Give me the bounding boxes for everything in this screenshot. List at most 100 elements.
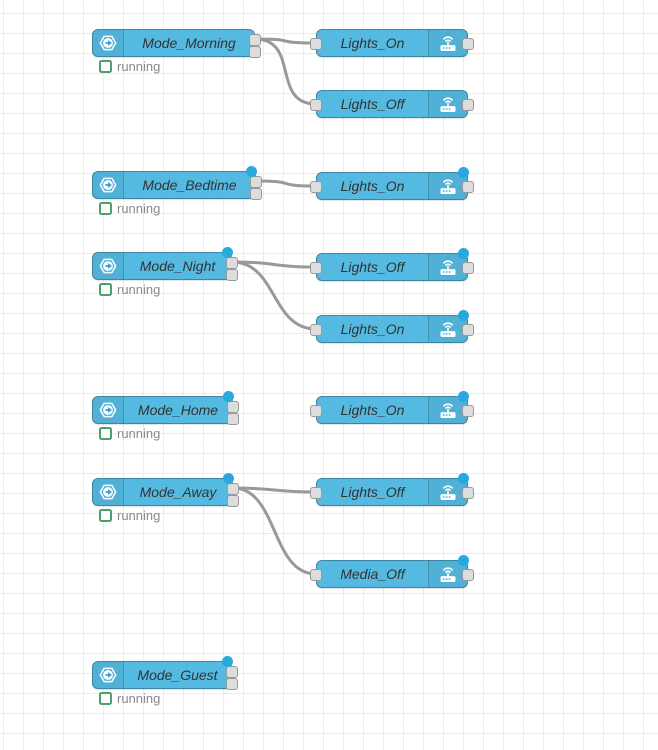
input-port[interactable] bbox=[310, 405, 322, 417]
input-port[interactable] bbox=[310, 487, 322, 499]
output-port-2[interactable] bbox=[250, 188, 262, 200]
wire[interactable] bbox=[230, 260, 318, 269]
status-ring-icon bbox=[99, 692, 112, 705]
node-mode_guest[interactable]: Mode_Guest bbox=[92, 656, 238, 690]
input-port[interactable] bbox=[310, 99, 322, 111]
changed-indicator bbox=[458, 391, 469, 402]
output-port[interactable] bbox=[462, 99, 474, 111]
node-status: running bbox=[99, 426, 160, 441]
hexagon-arrow-icon bbox=[93, 397, 124, 423]
output-port[interactable] bbox=[462, 487, 474, 499]
status-ring-icon bbox=[99, 427, 112, 440]
status-text: running bbox=[117, 508, 161, 523]
node-label: Mode_Night bbox=[139, 258, 216, 274]
wire[interactable] bbox=[254, 179, 318, 188]
node-mode_away[interactable]: Mode_Away bbox=[92, 473, 239, 507]
status-text: running bbox=[117, 691, 161, 706]
wire[interactable] bbox=[230, 260, 318, 331]
node-label: Lights_On bbox=[340, 402, 405, 418]
node-label: Mode_Away bbox=[139, 484, 217, 500]
router-icon bbox=[428, 397, 467, 423]
status-text: running bbox=[117, 282, 161, 297]
output-port-2[interactable] bbox=[249, 46, 261, 58]
node-lights_off_1[interactable]: Lights_Off bbox=[310, 90, 474, 118]
wire[interactable] bbox=[231, 486, 318, 576]
input-port[interactable] bbox=[310, 324, 322, 336]
changed-indicator bbox=[458, 248, 469, 259]
wire[interactable] bbox=[253, 37, 318, 45]
changed-indicator bbox=[222, 656, 233, 667]
input-port[interactable] bbox=[310, 181, 322, 193]
node-status: running bbox=[99, 282, 160, 297]
changed-indicator bbox=[246, 166, 257, 177]
status-text: running bbox=[117, 426, 161, 441]
output-port[interactable] bbox=[462, 181, 474, 193]
node-status: running bbox=[99, 59, 160, 74]
output-port-2[interactable] bbox=[227, 495, 239, 507]
node-lights_off_2[interactable]: Lights_Off bbox=[310, 248, 474, 281]
router-icon bbox=[428, 91, 467, 117]
node-label: Lights_On bbox=[340, 178, 405, 194]
status-text: running bbox=[117, 201, 161, 216]
output-port-1[interactable] bbox=[249, 34, 261, 46]
node-mode_night[interactable]: Mode_Night bbox=[92, 247, 238, 281]
node-label: Mode_Morning bbox=[142, 35, 236, 51]
output-port-1[interactable] bbox=[226, 257, 238, 269]
changed-indicator bbox=[222, 247, 233, 258]
router-icon bbox=[428, 30, 467, 56]
output-port-1[interactable] bbox=[227, 401, 239, 413]
output-port[interactable] bbox=[462, 262, 474, 274]
changed-indicator bbox=[223, 391, 234, 402]
input-port[interactable] bbox=[310, 262, 322, 274]
node-mode_morning[interactable]: Mode_Morning bbox=[92, 29, 261, 58]
node-status: running bbox=[99, 691, 160, 706]
output-port-2[interactable] bbox=[226, 269, 238, 281]
router-icon bbox=[428, 561, 467, 587]
output-port[interactable] bbox=[462, 38, 474, 50]
wire[interactable] bbox=[231, 486, 318, 494]
input-port[interactable] bbox=[310, 569, 322, 581]
node-lights_on_2[interactable]: Lights_On bbox=[310, 167, 474, 200]
node-lights_off_3[interactable]: Lights_Off bbox=[310, 473, 474, 506]
node-label: Lights_On bbox=[340, 35, 405, 51]
changed-indicator bbox=[458, 473, 469, 484]
output-port-2[interactable] bbox=[227, 413, 239, 425]
changed-indicator bbox=[458, 310, 469, 321]
node-label: Lights_Off bbox=[340, 96, 405, 112]
node-lights_on_1[interactable]: Lights_On bbox=[310, 29, 474, 57]
output-port-1[interactable] bbox=[226, 666, 238, 678]
hexagon-arrow-icon bbox=[93, 479, 124, 505]
changed-indicator bbox=[458, 167, 469, 178]
status-text: running bbox=[117, 59, 161, 74]
node-label: Mode_Guest bbox=[137, 667, 218, 683]
node-label: Lights_Off bbox=[340, 259, 405, 275]
hexagon-arrow-icon bbox=[93, 662, 124, 688]
output-port-1[interactable] bbox=[250, 176, 262, 188]
node-lights_on_4[interactable]: Lights_On bbox=[310, 391, 474, 424]
node-label: Mode_Home bbox=[137, 402, 219, 418]
wire[interactable] bbox=[253, 37, 318, 106]
node-lights_on_3[interactable]: Lights_On bbox=[310, 310, 474, 343]
router-icon bbox=[428, 316, 467, 342]
output-port[interactable] bbox=[462, 324, 474, 336]
node-mode_bedtime[interactable]: Mode_Bedtime bbox=[92, 166, 262, 200]
output-port-2[interactable] bbox=[226, 678, 238, 690]
hexagon-arrow-icon bbox=[93, 172, 124, 198]
node-media_off[interactable]: Media_Off bbox=[310, 555, 474, 588]
node-status: running bbox=[99, 201, 160, 216]
hexagon-arrow-icon bbox=[93, 30, 124, 56]
changed-indicator bbox=[458, 555, 469, 566]
node-mode_home[interactable]: Mode_Home bbox=[92, 391, 239, 425]
status-ring-icon bbox=[99, 283, 112, 296]
node-label: Mode_Bedtime bbox=[142, 177, 237, 193]
hexagon-arrow-icon bbox=[93, 253, 124, 279]
changed-indicator bbox=[223, 473, 234, 484]
output-port-1[interactable] bbox=[227, 483, 239, 495]
node-status: running bbox=[99, 508, 160, 523]
output-port[interactable] bbox=[462, 569, 474, 581]
status-ring-icon bbox=[99, 60, 112, 73]
input-port[interactable] bbox=[310, 38, 322, 50]
output-port[interactable] bbox=[462, 405, 474, 417]
